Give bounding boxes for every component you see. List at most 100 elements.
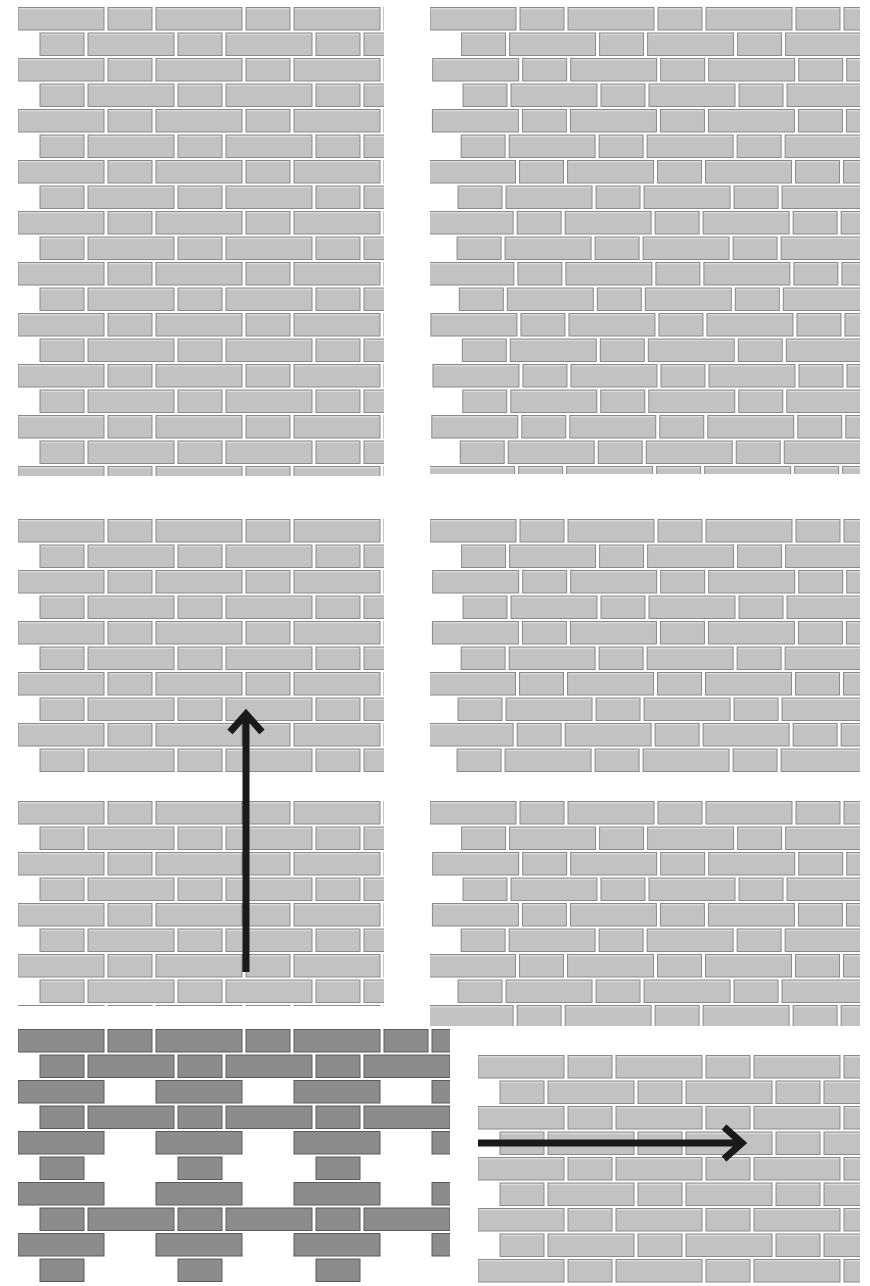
brick: [787, 878, 870, 901]
brick: [510, 339, 596, 362]
brick: [384, 416, 428, 439]
brick: [798, 622, 842, 645]
brick: [648, 545, 734, 568]
brick: [570, 416, 656, 439]
brick: [40, 647, 84, 670]
brick: [506, 698, 592, 721]
brick: [462, 545, 506, 568]
brick: [733, 1031, 777, 1054]
brick: [782, 980, 868, 1003]
brick: [844, 1209, 870, 1232]
brick: [844, 161, 870, 184]
brick: [739, 596, 783, 619]
brick: [108, 622, 152, 645]
brick: [18, 571, 104, 594]
brick: [156, 161, 242, 184]
brick: [294, 904, 380, 927]
brick: [294, 314, 380, 337]
brick: [316, 1055, 360, 1078]
brick: [638, 1234, 682, 1257]
brick: [364, 390, 450, 413]
brick: [18, 622, 104, 645]
brick: [709, 59, 795, 82]
brick: [500, 1183, 544, 1206]
brick: [246, 365, 290, 388]
brick: [738, 33, 782, 56]
brick: [428, 775, 514, 798]
brick: [522, 416, 566, 439]
brick: [294, 1183, 380, 1206]
brick: [40, 135, 84, 158]
brick: [178, 1106, 222, 1129]
brick: [88, 647, 174, 670]
brick: [658, 520, 702, 543]
brick: [384, 622, 428, 645]
brick: [316, 749, 360, 772]
brick: [88, 929, 174, 952]
brick: [733, 492, 777, 515]
brick: [454, 492, 498, 515]
brick: [461, 929, 505, 952]
brick: [226, 1208, 312, 1231]
brick: [462, 339, 506, 362]
brick: [616, 1107, 702, 1130]
brick: [796, 8, 840, 31]
brick: [364, 441, 450, 464]
brick: [844, 673, 870, 696]
brick: [364, 492, 450, 515]
brick: [658, 8, 702, 31]
brick: [786, 33, 870, 56]
brick: [40, 441, 84, 464]
brick: [478, 1056, 564, 1079]
brick: [294, 59, 380, 82]
brick: [156, 1183, 242, 1206]
brick: [457, 492, 501, 515]
brick: [461, 135, 505, 158]
brick: [616, 1260, 702, 1283]
brick: [108, 571, 152, 594]
brick: [246, 955, 290, 978]
brick: [734, 698, 778, 721]
brick: [156, 904, 242, 927]
brick: [599, 647, 643, 670]
brick: [781, 492, 867, 515]
brick: [364, 186, 450, 209]
brick: [655, 1006, 699, 1029]
brick: [108, 416, 152, 439]
brick: [226, 545, 312, 568]
brick: [596, 698, 640, 721]
brick: [18, 520, 104, 543]
brick: [754, 1209, 840, 1232]
brick: [294, 161, 380, 184]
brick: [520, 161, 564, 184]
brick: [776, 1183, 820, 1206]
brick: [246, 314, 290, 337]
brick: [384, 520, 428, 543]
brick: [754, 1056, 840, 1079]
brick: [226, 1106, 312, 1129]
brick: [793, 1006, 837, 1029]
brick: [364, 84, 450, 107]
brick: [18, 1234, 104, 1257]
brick: [463, 878, 507, 901]
brick: [844, 802, 870, 825]
brick: [156, 467, 242, 490]
brick: [707, 314, 793, 337]
brick: [156, 955, 242, 978]
brick: [520, 520, 564, 543]
brick: [461, 647, 505, 670]
brick: [846, 904, 870, 927]
brick: [706, 161, 792, 184]
brick: [430, 161, 516, 184]
brick: [786, 827, 870, 850]
brick: [433, 571, 519, 594]
brick: [226, 84, 312, 107]
brick: [478, 1260, 564, 1283]
brick: [88, 827, 174, 850]
brick: [88, 749, 174, 772]
brick: [246, 59, 290, 82]
brick: [785, 647, 870, 670]
brick: [384, 467, 428, 490]
brick: [706, 520, 792, 543]
brick: [430, 8, 516, 31]
